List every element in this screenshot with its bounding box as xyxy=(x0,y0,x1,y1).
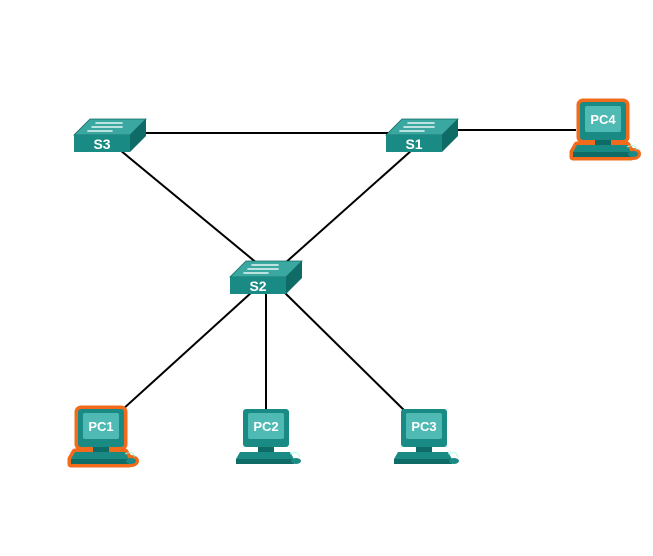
switch-s3[interactable]: S3 xyxy=(73,118,147,153)
link-s3-s2 xyxy=(119,149,259,265)
switch-label: S2 xyxy=(249,278,266,294)
pc-label: PC3 xyxy=(411,419,436,434)
pc-label: PC2 xyxy=(253,419,278,434)
link-s2-pc3 xyxy=(283,291,411,417)
pc-pc4[interactable]: PC4 xyxy=(573,102,638,157)
switch-label: S1 xyxy=(405,136,422,152)
switch-s2[interactable]: S2 xyxy=(229,260,303,295)
link-s2-pc1 xyxy=(121,291,253,411)
switch-label: S3 xyxy=(93,136,110,152)
switch-s1[interactable]: S1 xyxy=(385,118,459,153)
pc-icon xyxy=(235,408,302,465)
pc-pc1[interactable]: PC1 xyxy=(71,409,136,464)
pc-label: PC4 xyxy=(590,112,616,127)
pc-pc3[interactable]: PC3 xyxy=(393,408,460,465)
pc-label: PC1 xyxy=(88,419,113,434)
link-s1-s2 xyxy=(283,149,413,265)
pc-icon xyxy=(393,408,460,465)
pc-pc2[interactable]: PC2 xyxy=(235,408,302,465)
